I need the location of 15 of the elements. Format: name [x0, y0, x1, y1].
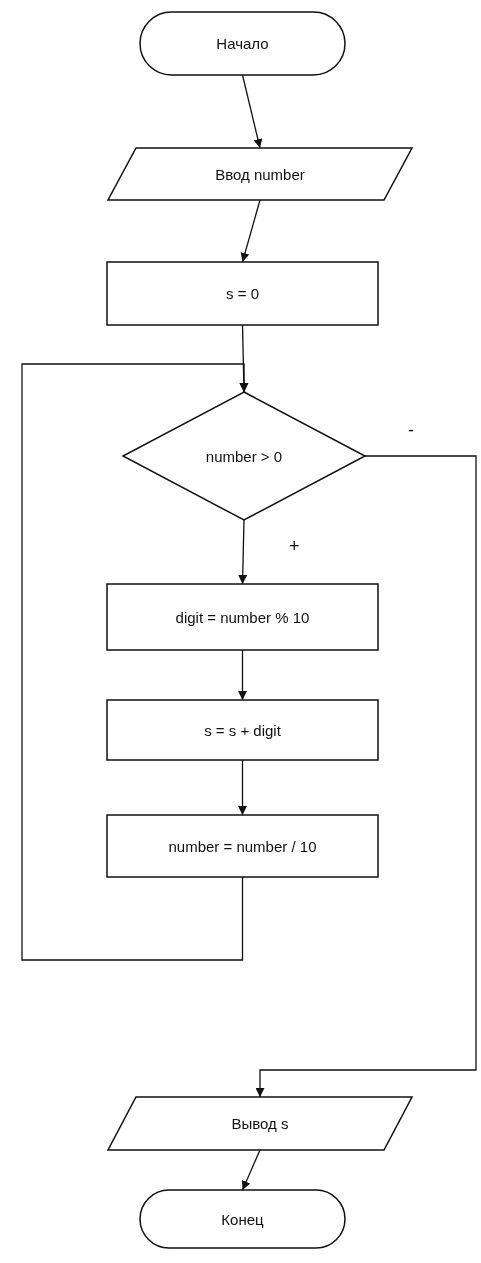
arrow — [21, 363, 249, 961]
process-box: number = number / 10 — [107, 815, 378, 877]
io-parallelogram: Вывод s — [108, 1097, 412, 1150]
arrow — [238, 759, 247, 816]
process-box: s = 0 — [107, 262, 378, 325]
io-parallelogram: Ввод number — [108, 148, 412, 200]
arrow — [255, 455, 477, 1098]
arrow — [240, 199, 261, 263]
decision-diamond: number > 0 — [123, 392, 365, 520]
arrow — [241, 74, 263, 149]
arrow — [238, 649, 247, 701]
arrow — [238, 519, 248, 585]
arrow — [241, 1149, 261, 1191]
process-box: digit = number % 10 — [107, 584, 378, 650]
process-box: s = s + digit — [107, 700, 378, 760]
